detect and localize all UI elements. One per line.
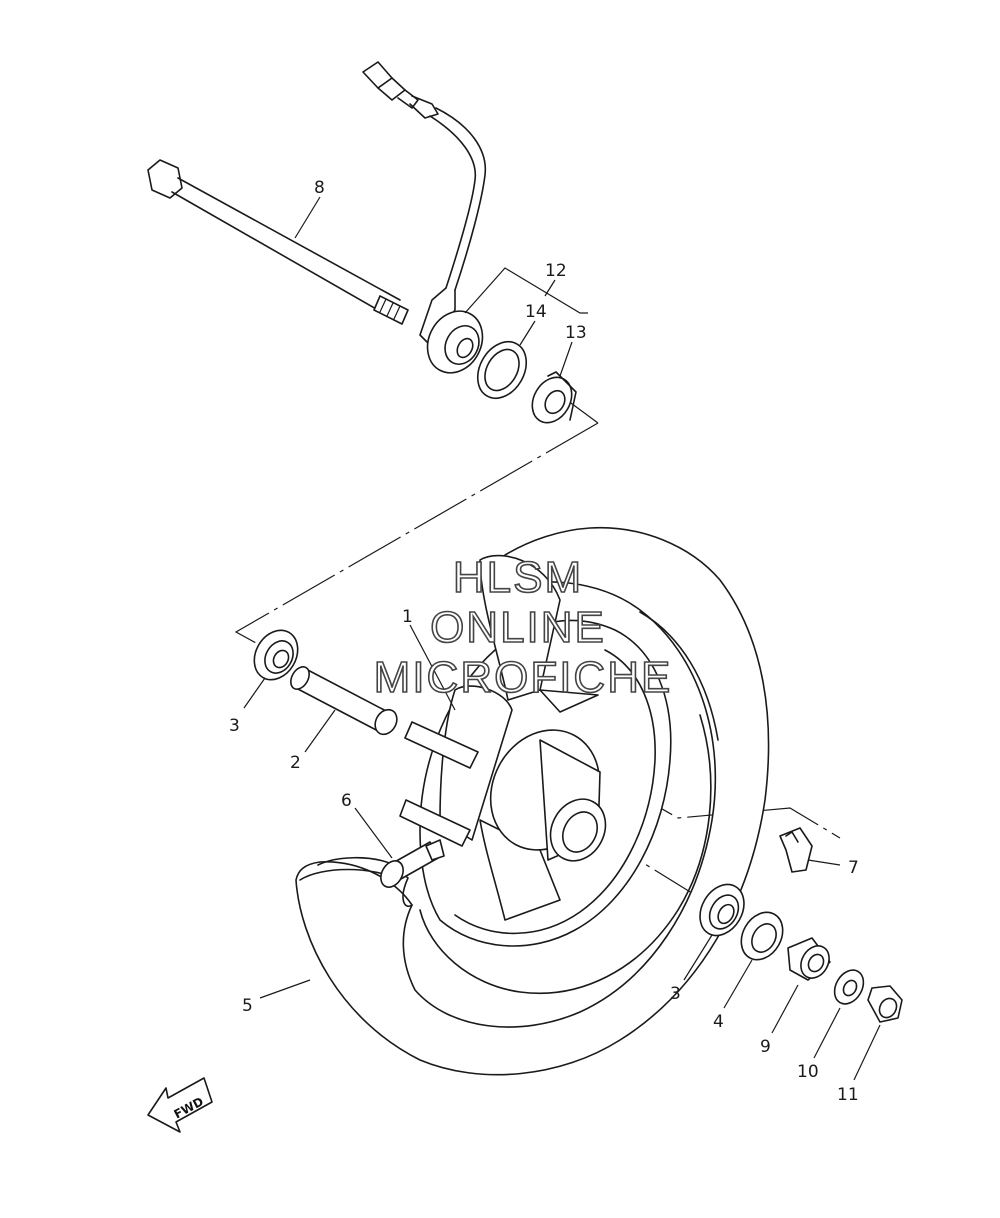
cast-wheel [399,554,672,947]
callout-4: 4 [713,1012,724,1032]
callout-3-right: 3 [670,984,681,1004]
oil-seal [740,911,784,961]
callout-6: 6 [341,791,352,811]
callout-7: 7 [848,858,859,878]
collar-spacer [290,666,398,736]
callout-10: 10 [797,1062,819,1082]
meter-clutch [531,371,577,424]
watermark: HLSM ONLINE MICROFICHE [373,552,673,703]
meter-gear-unit [426,310,484,374]
speedometer-cable [362,61,487,346]
leader-lines [243,196,881,1081]
callout-8: 8 [314,178,325,198]
callout-14: 14 [525,302,547,322]
watermark-line-2: ONLINE [430,603,606,652]
callout-1: 1 [402,607,413,627]
axle-nut [867,985,903,1023]
right-bearing [699,883,745,937]
watermark-line-1: HLSM [453,553,583,602]
callout-numbers: 8 12 14 13 1 3 2 6 7 5 3 4 9 10 11 [229,178,859,1105]
callout-9: 9 [760,1037,771,1057]
callout-11: 11 [837,1085,859,1105]
axle-collar [787,937,831,981]
watermark-line-3: MICROFICHE [374,653,673,702]
tire-valve [380,839,445,888]
brake-clip [779,827,813,873]
callout-5: 5 [242,996,253,1016]
left-bearing [253,629,299,681]
callout-13: 13 [565,323,587,343]
oil-seal-ring [476,340,528,400]
callout-3-left: 3 [229,716,240,736]
front-axle [147,159,409,325]
callout-2: 2 [290,753,301,773]
forward-direction-arrow: FWD [147,1077,213,1133]
plain-washer [833,969,865,1005]
callout-12: 12 [545,261,567,281]
